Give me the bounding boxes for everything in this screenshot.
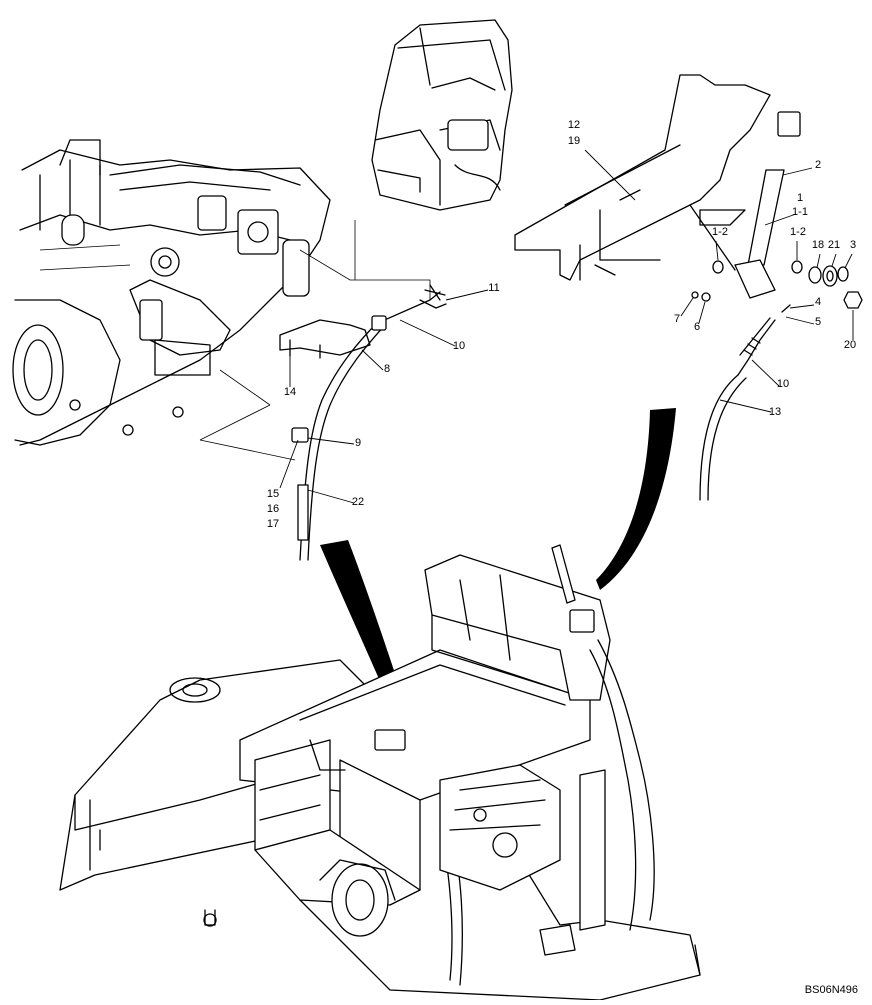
callout-c-1-2b: 1-2 bbox=[790, 226, 806, 238]
throttle-cable-drawing bbox=[279, 284, 447, 561]
callout-c-17: 17 bbox=[267, 518, 279, 530]
callout-c-1: 1 bbox=[797, 192, 803, 204]
cab-drawing bbox=[371, 19, 513, 211]
callout-c-12: 12 bbox=[568, 119, 580, 131]
callout-c-13: 13 bbox=[769, 406, 781, 418]
callout-c-21: 21 bbox=[828, 239, 840, 251]
lever-bracket-drawing bbox=[514, 74, 863, 501]
callout-c-22: 22 bbox=[352, 496, 364, 508]
callout-c-18: 18 bbox=[812, 239, 824, 251]
callout-c-20: 20 bbox=[844, 339, 856, 351]
callout-c-4: 4 bbox=[815, 296, 821, 308]
callout-c-14: 14 bbox=[284, 386, 296, 398]
callout-c-6: 6 bbox=[694, 321, 700, 333]
callout-c-3: 3 bbox=[850, 239, 856, 251]
callout-c-19: 19 bbox=[568, 135, 580, 147]
callout-c-5: 5 bbox=[815, 316, 821, 328]
callout-c-1-2a: 1-2 bbox=[712, 226, 728, 238]
callout-c-10r: 10 bbox=[777, 378, 789, 390]
callout-c-7: 7 bbox=[674, 313, 680, 325]
drawing-reference-code: BS06N496 bbox=[804, 984, 858, 996]
callout-c-1-1: 1-1 bbox=[792, 206, 808, 218]
upper-frame-drawing bbox=[59, 544, 701, 1001]
callout-c-8: 8 bbox=[384, 363, 390, 375]
callout-c-9: 9 bbox=[355, 437, 361, 449]
callout-c-10l: 10 bbox=[453, 340, 465, 352]
callout-c-16: 16 bbox=[267, 503, 279, 515]
callout-c-2: 2 bbox=[815, 159, 821, 171]
engine-assembly-drawing bbox=[12, 139, 431, 461]
callout-c-15: 15 bbox=[267, 488, 279, 500]
callout-leader-lines bbox=[279, 149, 854, 504]
callout-c-11: 11 bbox=[488, 282, 499, 294]
